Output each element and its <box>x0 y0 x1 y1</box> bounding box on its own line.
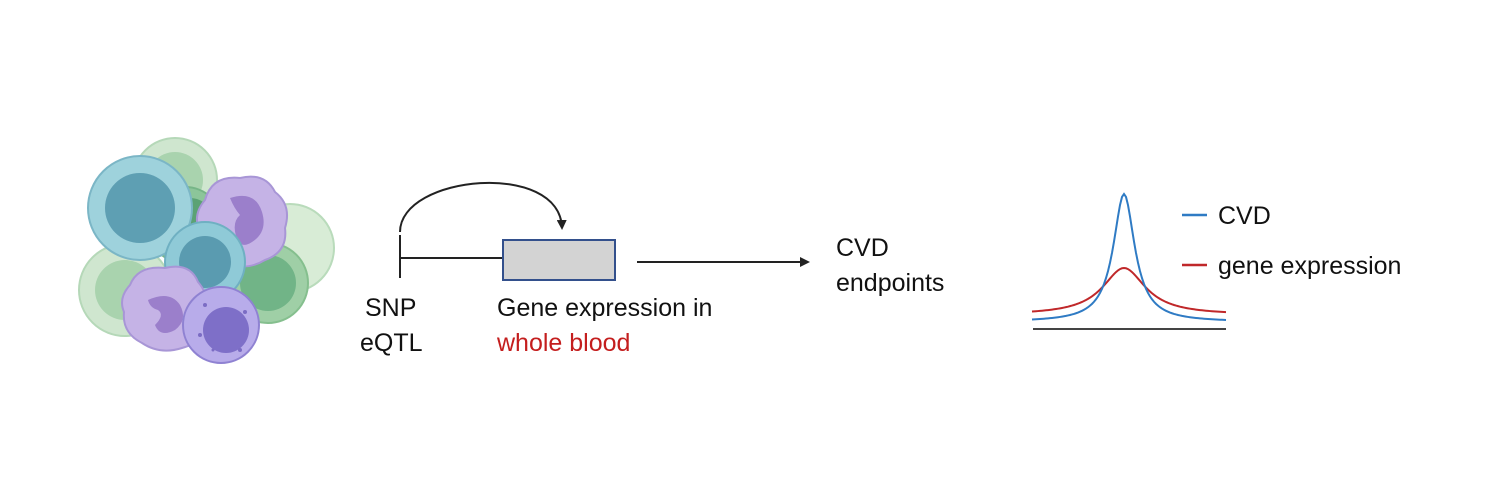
snp-label: SNP <box>365 294 417 322</box>
outcome-label-cvd: CVD <box>836 234 889 262</box>
regulation-arc-arrow <box>399 181 567 233</box>
cvd-curve <box>1031 192 1227 321</box>
gene-box <box>502 239 616 281</box>
eqtl-schematic <box>399 181 810 281</box>
legend-cvd-label: CVD <box>1218 202 1271 230</box>
gene-expression-label: Gene expression in <box>497 294 713 322</box>
outcome-label-endpoints: endpoints <box>836 269 945 297</box>
blood-cells-cluster-icon <box>78 137 335 364</box>
gene-expression-curve <box>1031 266 1227 314</box>
legend-gene-label: gene expression <box>1218 252 1402 280</box>
tissue-label: whole blood <box>497 329 631 357</box>
eqtl-label: eQTL <box>360 329 423 357</box>
distribution-curves <box>1031 192 1227 330</box>
